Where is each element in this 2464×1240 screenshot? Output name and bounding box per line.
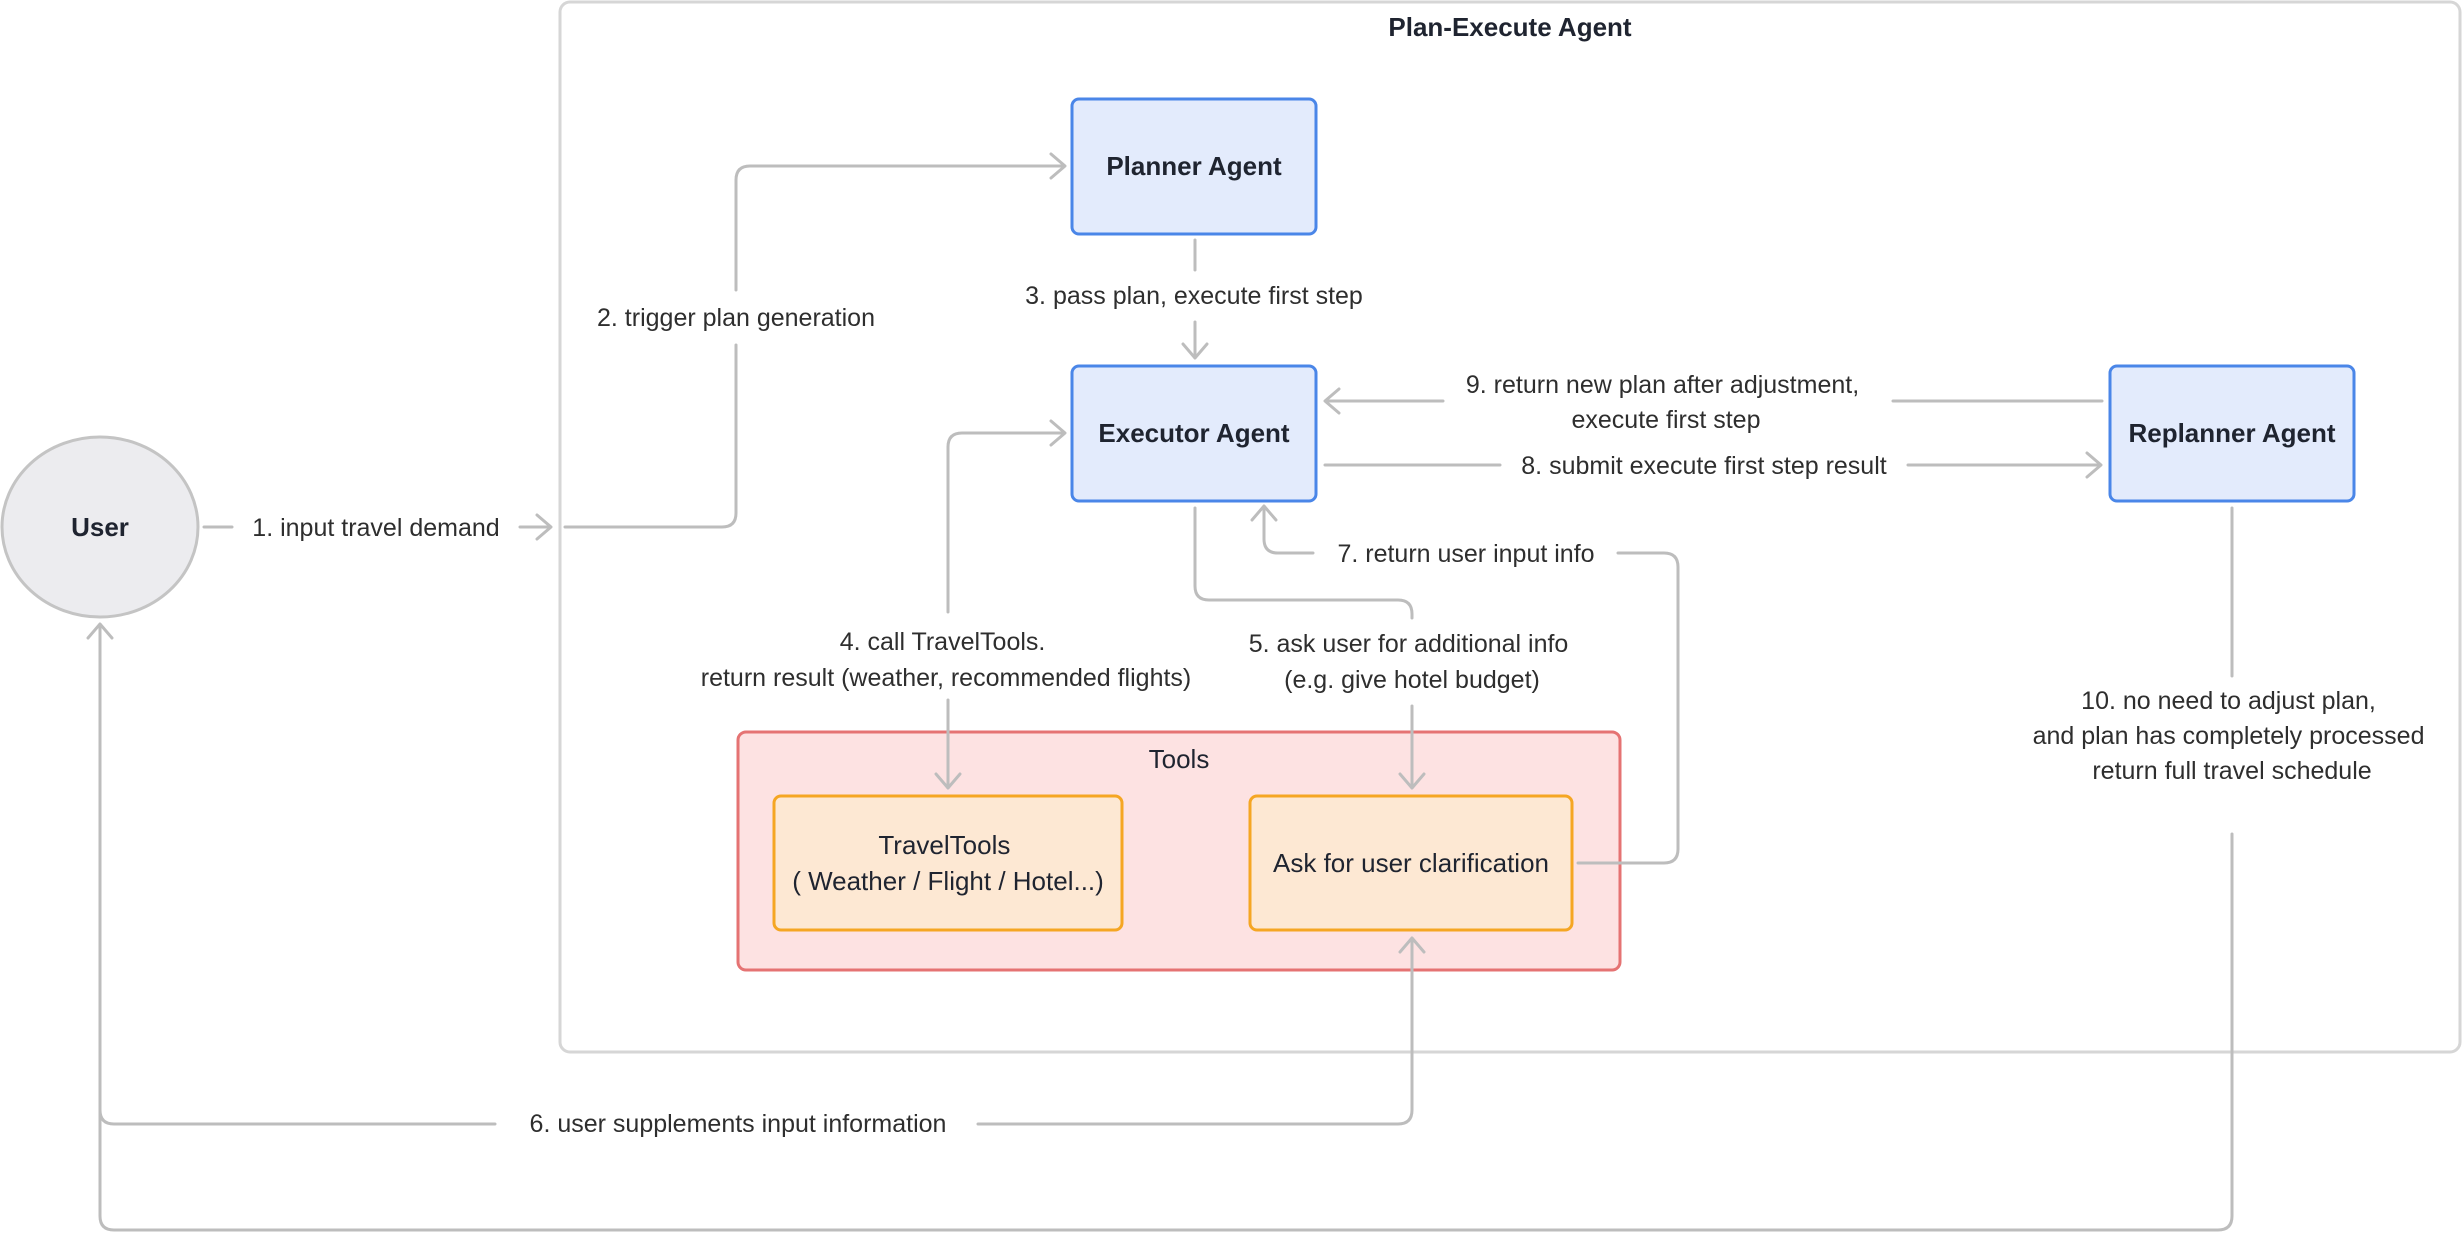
edge-10-label-line-2: and plan has completely processed <box>2033 722 2425 750</box>
edge-9-label: 9. return new plan after adjustment, exe… <box>1466 371 1866 434</box>
edge-4-label: 4. call TravelTools. return result (weat… <box>701 628 1192 692</box>
edge-4-label-line-2: return result (weather, recommended flig… <box>701 664 1192 692</box>
edge-4-down-arrowhead <box>934 772 962 790</box>
executor-agent-node <box>1070 364 1318 503</box>
edge-7-label: 7. return user input info <box>1337 540 1594 568</box>
edge-5-label-line-1: 5. ask user for additional info <box>1249 630 1569 658</box>
user-label: User <box>71 512 129 542</box>
edge-10-label: 10. no need to adjust plan, and plan has… <box>2033 687 2432 785</box>
edge-4-label-line-1: 4. call TravelTools. <box>840 628 1046 656</box>
edge-2-line-a <box>563 343 738 529</box>
edge-8-label: 8. submit execute first step result <box>1521 452 1886 480</box>
edge-6-line-a <box>98 624 497 1126</box>
edge-7-arrowhead <box>1250 504 1278 522</box>
edge-10-arrowhead <box>86 622 114 640</box>
edge-2-line-b <box>734 164 1066 292</box>
user-node <box>0 435 200 619</box>
ask-clarification-label: Ask for user clarification <box>1273 848 1549 878</box>
group-title: Plan-Execute Agent <box>1388 12 1632 42</box>
edge-2-arrowhead <box>1049 152 1067 180</box>
travel-tools-line-1: TravelTools <box>878 830 1010 860</box>
edge-5-label-line-2: (e.g. give hotel budget) <box>1284 666 1540 694</box>
edge-3-label: 3. pass plan, execute first step <box>1025 282 1363 310</box>
edge-7-line-b <box>1262 506 1315 555</box>
edge-5-line-a <box>1193 506 1414 620</box>
edge-9-arrowhead <box>1323 387 1341 415</box>
edge-6-arrowhead <box>1398 936 1426 954</box>
edge-4-up-line <box>946 431 1066 614</box>
edge-1-arrowhead <box>535 513 553 541</box>
edge-5-arrowhead <box>1398 772 1426 790</box>
edge-6-line-b <box>976 938 1414 1126</box>
ask-clarification-node <box>1248 794 1574 932</box>
replanner-agent-node <box>2108 364 2356 503</box>
travel-tools-label: TravelTools ( Weather / Flight / Hotel..… <box>792 830 1104 896</box>
planner-agent-label: Planner Agent <box>1106 151 1282 181</box>
replanner-agent-label: Replanner Agent <box>2128 418 2335 448</box>
tools-group-title: Tools <box>1149 744 1210 774</box>
executor-agent-label: Executor Agent <box>1098 418 1290 448</box>
edge-10-label-line-4: return full travel schedule <box>2092 757 2371 785</box>
edge-7-line-a <box>1576 551 1680 865</box>
edge-9-label-line-2: execute first step <box>1572 406 1761 434</box>
edge-3-arrowhead <box>1181 342 1209 360</box>
edge-4-up-arrowhead <box>1049 419 1067 447</box>
edge-1-label: 1. input travel demand <box>252 514 499 542</box>
planner-agent-node <box>1070 97 1318 236</box>
edge-6-label: 6. user supplements input information <box>530 1110 947 1138</box>
edge-2-label: 2. trigger plan generation <box>597 304 875 332</box>
edge-8-arrowhead <box>2085 451 2103 479</box>
edge-10-line-b <box>98 624 2234 1232</box>
travel-tools-line-2: ( Weather / Flight / Hotel...) <box>792 866 1104 896</box>
edge-9-label-line-1: 9. return new plan after adjustment, <box>1466 371 1859 399</box>
travel-tools-node <box>772 794 1124 932</box>
edge-5-label: 5. ask user for additional info (e.g. gi… <box>1249 630 1576 694</box>
edge-10-label-line-1: 10. no need to adjust plan, <box>2081 687 2376 715</box>
